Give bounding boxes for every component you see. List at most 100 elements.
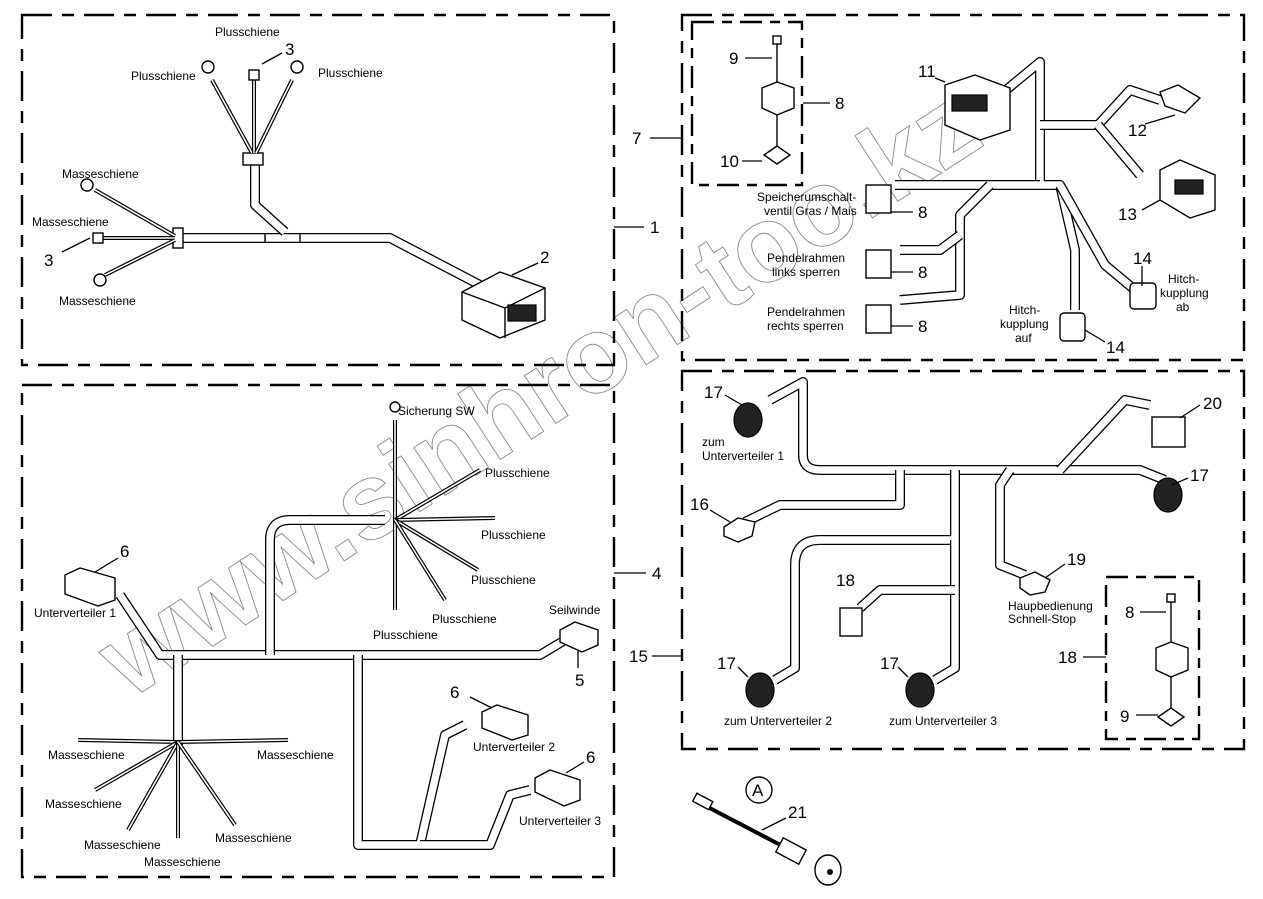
- connector-16: [723, 517, 756, 543]
- label-hitch-auf-2: kupplung: [1000, 317, 1049, 331]
- label-zum-uv3: zum Unterverteiler 3: [889, 714, 997, 728]
- valve-plug: [1155, 641, 1189, 678]
- label-masseschiene-1: Masseschiene: [48, 748, 125, 762]
- group-box-7: [680, 13, 1246, 362]
- connector-14-ab: [1129, 282, 1157, 310]
- callout-3-top: 3: [285, 40, 294, 59]
- detail-a: A 21: [691, 776, 842, 886]
- label-masseschiene-bottom: Masseschiene: [59, 294, 136, 308]
- valve-plug-18: [839, 607, 863, 637]
- label-unterverteiler-2: Unterverteiler 2: [473, 740, 555, 754]
- valve-plug: [761, 81, 795, 116]
- seal: [1156, 707, 1186, 727]
- label-speicher-2: ventil Gras / Mais: [764, 204, 857, 218]
- connector-6-uv3: [534, 769, 581, 807]
- ring-terminal-masse: [93, 273, 107, 287]
- label-unterverteiler-3: Unterverteiler 3: [519, 814, 601, 828]
- callout-6-uv3: 6: [586, 748, 595, 767]
- callout-2: 2: [540, 248, 549, 267]
- label-zum-uv1-1: zum: [702, 435, 725, 449]
- callout-6-uv2: 6: [450, 683, 459, 702]
- pin-terminal: [92, 232, 104, 244]
- label-pendel-links-2: links sperren: [772, 265, 840, 279]
- label-pendel-links-1: Pendelrahmen: [767, 251, 845, 265]
- callout-7: 7: [632, 129, 641, 148]
- callout-14-ab: 14: [1133, 249, 1152, 268]
- harness-group-4: Sicherung SW Plusschiene Plusschiene Plu…: [34, 401, 601, 869]
- callout-8-v1: 8: [918, 203, 927, 222]
- callout-18: 18: [836, 571, 855, 590]
- label-plusschiene-2: Plusschiene: [481, 528, 546, 542]
- label-masseschiene-top: Masseschiene: [62, 167, 139, 181]
- label-sicherung-sw: Sicherung SW: [398, 404, 475, 418]
- connector-5-seilwinde: [559, 621, 599, 653]
- callout-16: 16: [690, 495, 709, 514]
- group-box-1: [20, 13, 616, 367]
- valve-plug-pendel-links: [865, 249, 892, 279]
- callout-17-uv1: 17: [704, 383, 723, 402]
- connector-13: [1159, 159, 1216, 219]
- round-connector-17-right: [1153, 477, 1183, 513]
- label-pendel-rechts-1: Pendelrahmen: [767, 305, 845, 319]
- callout-18-sub: 18: [1058, 648, 1077, 667]
- label-haupbedienung-1: Haupbedienung: [1008, 599, 1093, 613]
- callout-10: 10: [720, 152, 739, 171]
- callout-1: 1: [650, 218, 659, 237]
- round-connector-17-uv2: [745, 672, 775, 708]
- callout-8-top: 8: [835, 94, 844, 113]
- callout-8-v2: 8: [918, 263, 927, 282]
- label-plusschiene-4: Plusschiene: [432, 612, 497, 626]
- label-masseschiene-6: Masseschiene: [144, 855, 221, 869]
- callout-14-auf: 14: [1106, 338, 1125, 357]
- pin-connector-21: [691, 792, 714, 811]
- harness-group-7: 9 8 10: [720, 35, 1216, 357]
- connector-2: [461, 271, 546, 339]
- connector-6-uv1: [64, 567, 116, 607]
- callout-15: 15: [629, 647, 648, 666]
- label-seilwinde: Seilwinde: [549, 603, 601, 617]
- callout-20: 20: [1203, 394, 1222, 413]
- callout-17-uv3: 17: [880, 654, 899, 673]
- connector-20: [1151, 416, 1186, 448]
- callout-8-sub: 8: [1125, 603, 1134, 622]
- label-unterverteiler-1: Unterverteiler 1: [34, 606, 116, 620]
- label-plusschiene-1: Plusschiene: [485, 466, 550, 480]
- label-plusschiene-left: Plusschiene: [131, 69, 196, 83]
- label-hitch-ab-1: Hitch-: [1168, 272, 1199, 286]
- label-plusschiene-3: Plusschiene: [471, 573, 536, 587]
- seal: [762, 145, 792, 165]
- pin-terminal: [248, 69, 260, 81]
- callout-17-uv2: 17: [717, 654, 736, 673]
- connector-14-auf: [1059, 312, 1086, 342]
- switch-body-21: [774, 836, 808, 866]
- label-masseschiene-mid: Masseschiene: [32, 215, 109, 229]
- label-plusschiene-right: Plusschiene: [318, 66, 383, 80]
- group-box-15: [680, 369, 1246, 751]
- label-zum-uv1-2: Unterverteiler 1: [702, 449, 784, 463]
- label-masseschiene-2: Masseschiene: [257, 748, 334, 762]
- callout-19: 19: [1067, 550, 1086, 569]
- subgroup-box-8-top: [690, 20, 804, 187]
- cable-sleeve: [242, 152, 264, 166]
- callout-5: 5: [575, 671, 584, 690]
- callout-17-right: 17: [1190, 466, 1209, 485]
- bolt-head: [1166, 593, 1176, 603]
- connector-6-uv2: [481, 704, 529, 741]
- label-masseschiene-4: Masseschiene: [84, 838, 161, 852]
- ring-terminal-masse: [80, 178, 94, 192]
- group-box-4: [20, 383, 616, 879]
- valve-plug-speicher: [865, 184, 892, 214]
- callout-3-left: 3: [44, 251, 53, 270]
- callout-12: 12: [1128, 121, 1147, 140]
- label-masseschiene-3: Masseschiene: [45, 797, 122, 811]
- label-plusschiene-top: Plusschiene: [215, 25, 280, 39]
- label-masseschiene-5: Masseschiene: [215, 831, 292, 845]
- round-connector-17-uv3: [905, 672, 935, 708]
- connector-11: [944, 74, 1011, 141]
- knob-center: [827, 869, 833, 875]
- callout-a: A: [752, 781, 764, 800]
- label-haupbedienung-2: Schnell-Stop: [1008, 612, 1076, 626]
- callout-6-uv1: 6: [120, 542, 129, 561]
- label-plusschiene-5: Plusschiene: [373, 628, 438, 642]
